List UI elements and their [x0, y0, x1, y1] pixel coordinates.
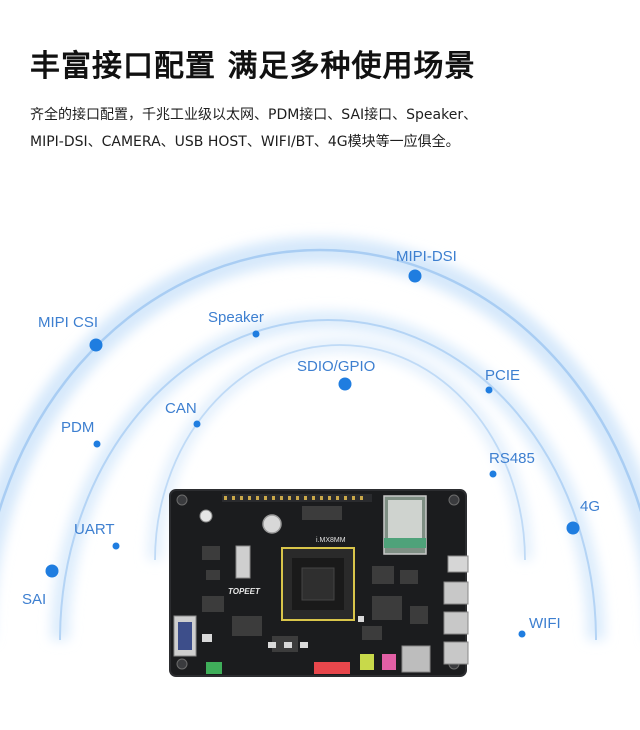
label-mipi-csi: MIPI CSI	[38, 314, 99, 331]
dot-can	[193, 420, 201, 428]
board-brand-text: TOPEET	[228, 587, 261, 596]
dot-rs485	[489, 470, 497, 478]
dot-pcie	[485, 386, 493, 394]
headline: 丰富接口配置 满足多种使用场景	[30, 49, 476, 84]
label-wifi: WIFI	[529, 615, 561, 632]
description-line-2: MIPI-DSI、CAMERA、USB HOST、WIFI/BT、4G模块等一应…	[30, 134, 460, 150]
dot-sdio-gpio	[338, 377, 352, 391]
label-can: CAN	[165, 400, 197, 417]
label-sdio-gpio: SDIO/GPIO	[297, 358, 376, 375]
dev-board-image: TOPEET i.MX8MM	[162, 486, 470, 678]
label-4g: 4G	[580, 498, 601, 515]
dot-mipi-csi	[89, 338, 103, 352]
dot-mipi-dsi	[408, 269, 422, 283]
board-chip-text: i.MX8MM	[316, 537, 346, 544]
label-pdm: PDM	[61, 419, 95, 436]
description-line-1: 齐全的接口配置，千兆工业级以太网、PDM接口、SAI接口、Speaker、	[30, 107, 478, 123]
dot-uart	[112, 542, 120, 550]
dev-board-drawing: TOPEET i.MX8MM	[169, 489, 469, 677]
label-rs485: RS485	[489, 450, 535, 467]
label-sai: SAI	[22, 591, 47, 608]
inner-arc	[154, 344, 526, 561]
dot-4g	[566, 521, 580, 535]
dot-speaker	[252, 330, 260, 338]
middle-arc	[59, 319, 597, 641]
dot-wifi	[518, 630, 526, 638]
dot-pdm	[93, 440, 101, 448]
label-pcie: PCIE	[485, 367, 521, 384]
label-mipi-dsi: MIPI-DSI	[396, 248, 457, 265]
label-uart: UART	[74, 521, 115, 538]
outer-arc	[0, 248, 640, 513]
dot-sai	[45, 564, 59, 578]
label-speaker: Speaker	[208, 309, 264, 326]
